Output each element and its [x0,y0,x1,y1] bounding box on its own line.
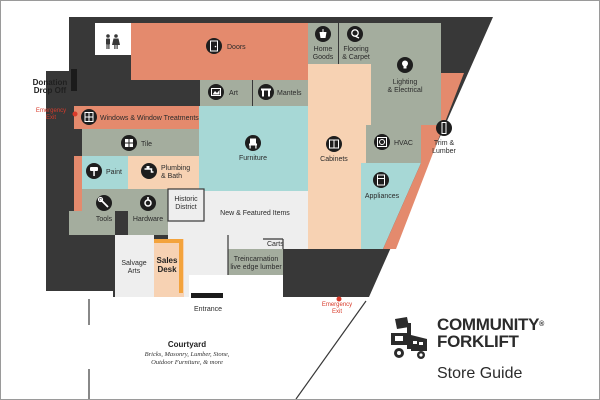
zone-windows [74,106,199,129]
zone-tile [82,129,199,156]
label-flooring: Flooring& Carpet [342,46,370,61]
label-entrance: Entrance [194,306,222,313]
donation-door [71,69,77,91]
label-doors: Doors [227,44,246,51]
brand-registered-mark: ® [539,321,544,328]
inner-walls [227,235,284,275]
label-courtyard-desc: Bricks, Masonry, Lumber, Stone,Outdoor F… [145,351,230,366]
appliances-icon [373,172,389,188]
label-tools: Tools [96,216,113,223]
emergency-exit-right-dot [336,296,342,302]
label-cabinets: Cabinets [320,156,348,163]
mantels-icon [258,84,274,100]
tile-icon [121,135,137,151]
hvac-icon [374,134,390,150]
lighting-icon [397,57,413,73]
label-lighting: Lighting& Electrical [387,79,422,94]
label-tile: Tile [141,141,152,148]
hardware-icon [140,195,156,211]
restroom-icon [106,34,120,49]
store-guide-title: Store Guide [437,365,523,382]
zone-reincarnation [228,249,283,275]
sales-desk-counter [179,243,183,293]
label-plumbing: Plumbing& Bath [161,165,190,180]
label-hvac: HVAC [394,140,413,147]
zone-salvage-arts [115,235,154,297]
label-windows: Windows & Window Treatments [100,115,199,122]
zone-trim-lumber [383,73,464,249]
label-hardware: Hardware [133,216,163,223]
tools-icon [96,195,112,211]
zone-tools [69,211,115,235]
label-furniture: Furniture [239,155,267,162]
label-art: Art [229,90,238,97]
label-paint: Paint [106,169,122,176]
plumbing-icon [141,163,157,179]
label-courtyard: Courtyard [168,340,206,349]
cabinets-icon [326,136,342,152]
forklift-logo [391,317,427,359]
zone-cabinets [308,64,371,249]
label-carts: Carts [267,241,284,248]
art-icon [208,84,224,100]
building-left-wall [46,71,74,291]
brand-name-line1: COMMUNITY® [437,315,544,334]
courtyard [88,299,367,399]
furniture-icon [245,135,261,151]
sales-desk-counter-top [154,239,183,243]
windows-icon [81,109,97,125]
label-new-featured: New & Featured Items [220,210,290,217]
label-mantels: Mantels [277,90,302,97]
label-appliances: Appliances [365,193,400,200]
home-goods-icon [315,26,331,42]
zone-top-strip [308,64,371,80]
trim-lumber-icon [436,120,452,136]
zone-historic [167,188,205,222]
zone-art [200,80,252,106]
flooring-icon [347,26,363,42]
zone-left-strip [74,156,82,211]
brand-name-line2: FORKLIFT [437,332,519,351]
entrance-door [191,293,223,298]
emergency-exit-left-dot [72,111,78,117]
zone-lighting [371,23,441,125]
paint-icon [86,163,102,179]
door-icon [206,38,222,54]
label-trim-lumber: Trim &Lumber [432,140,456,155]
zone-plumbing [128,156,199,189]
